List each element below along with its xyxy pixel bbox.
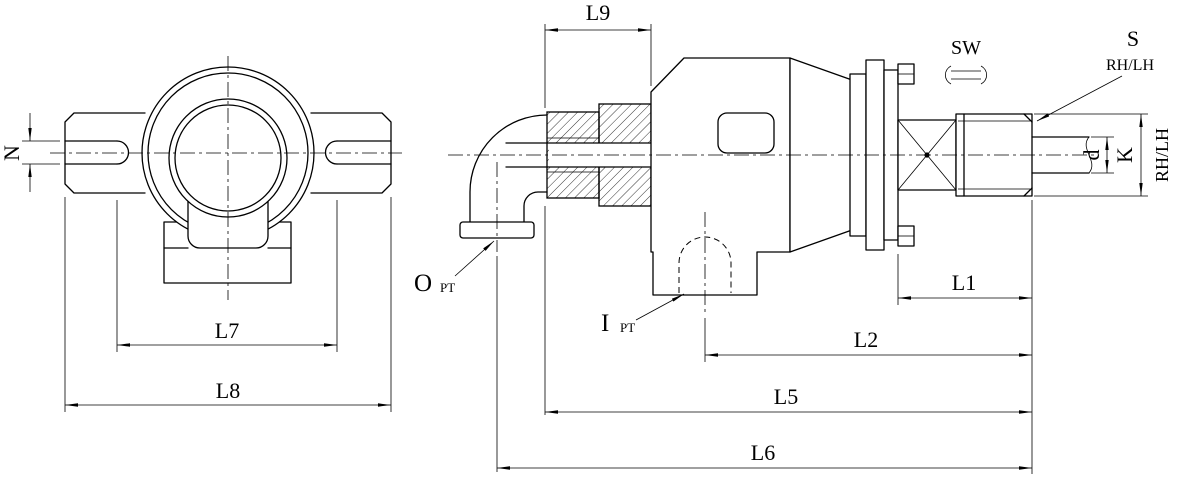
dim-label-l9: L9 <box>586 0 610 25</box>
dim-label-l2: L2 <box>854 327 878 352</box>
inlet-port-thread-label: PT <box>620 320 635 335</box>
dim-label-d: d <box>1079 150 1104 161</box>
bore-inner-circle <box>174 104 282 212</box>
inlet-port-callout: I PT <box>601 293 685 337</box>
front-centerlines <box>50 56 402 300</box>
dim-label-n: N <box>0 145 24 161</box>
wrench-size-callout: SW <box>945 37 987 85</box>
dimension-n: N <box>0 113 60 192</box>
inlet-leader <box>635 293 685 321</box>
s-label: S <box>1127 26 1139 51</box>
wrench-icon <box>945 65 987 85</box>
dim-label-l8: L8 <box>216 378 240 403</box>
inlet-port-label: I <box>601 310 609 337</box>
dim-label-l6: L6 <box>751 440 775 465</box>
dimension-l8: L8 <box>64 197 392 412</box>
shaft-hand-label: RH/LH <box>1152 128 1172 182</box>
s-hand-label: RH/LH <box>1106 57 1154 74</box>
outlet-leader <box>454 240 495 277</box>
dimension-l1: L1 <box>897 200 1033 474</box>
dimension-l6: L6 <box>496 256 1032 472</box>
thread-spec-callout: S RH/LH <box>1036 26 1154 122</box>
dim-label-l1: L1 <box>952 270 976 295</box>
housing-body <box>650 57 791 296</box>
elbow-fitting <box>459 114 548 239</box>
dimension-l7: L7 <box>116 200 338 352</box>
dim-label-k: K <box>1112 147 1137 163</box>
front-view: N L7 L8 <box>0 56 402 412</box>
thread-leader <box>1036 75 1123 122</box>
dim-label-l5: L5 <box>774 384 798 409</box>
dim-label-l7: L7 <box>215 318 239 343</box>
body-detail-window <box>717 112 775 154</box>
pipe-stub <box>1031 136 1093 174</box>
inlet-port-threads <box>678 236 732 293</box>
outlet-port-thread-label: PT <box>440 280 455 295</box>
dimension-l9: L9 <box>544 0 652 415</box>
dimension-l5: L5 <box>545 384 1032 414</box>
dimension-l2: L2 <box>704 318 1032 362</box>
dimension-d: d <box>1079 136 1114 174</box>
side-view: L9 SW S RH/LH d K RH/LH <box>414 0 1172 474</box>
outlet-port-label: O <box>414 270 432 297</box>
dimension-k: K <box>1034 113 1148 197</box>
sw-label: SW <box>951 37 981 59</box>
outlet-port-callout: O PT <box>414 240 495 297</box>
